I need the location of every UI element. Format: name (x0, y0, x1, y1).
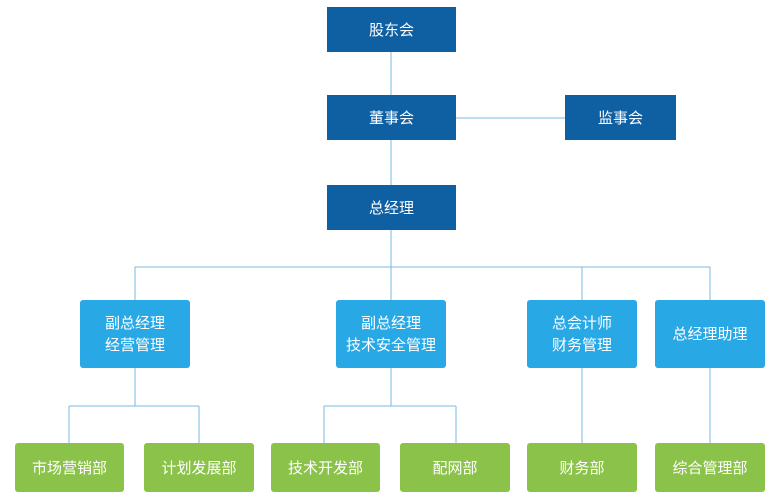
node-vp-operations: 副总经理 经营管理 (80, 300, 190, 368)
node-planning-dept: 计划发展部 (144, 443, 254, 492)
node-general-manager: 总经理 (327, 185, 456, 230)
node-marketing-dept: 市场营销部 (15, 443, 124, 492)
node-shareholders: 股东会 (327, 7, 456, 52)
node-gm-assistant: 总经理助理 (655, 300, 765, 368)
node-grid-dept: 配网部 (400, 443, 510, 492)
node-vp-technology: 副总经理 技术安全管理 (336, 300, 446, 368)
node-admin-dept: 综合管理部 (655, 443, 765, 492)
node-chief-accountant: 总会计师 财务管理 (527, 300, 637, 368)
node-finance-dept: 财务部 (527, 443, 637, 492)
node-supervisors: 监事会 (565, 95, 676, 140)
node-board: 董事会 (327, 95, 456, 140)
node-tech-dev-dept: 技术开发部 (271, 443, 380, 492)
